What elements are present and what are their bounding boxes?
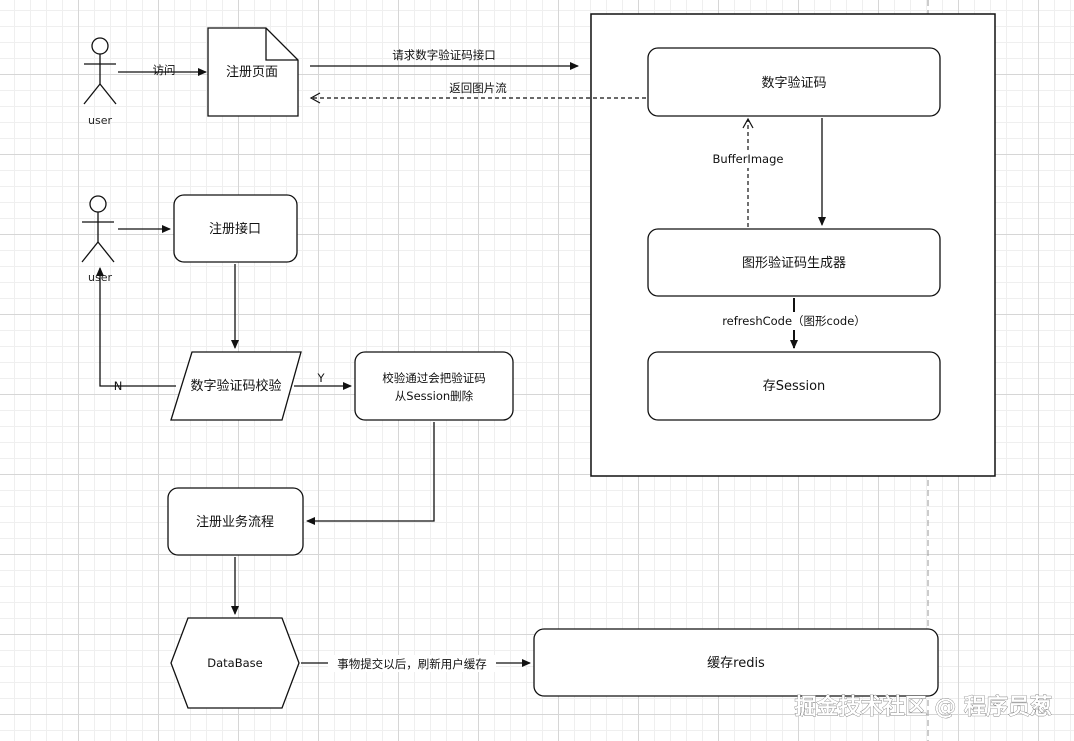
edge-buffer-image-label: BufferImage [713,152,784,166]
edge-refresh-code-label: refreshCode（图形code） [722,314,866,328]
edge-visit-label: 访问 [153,63,176,77]
captcha-generator-label: 图形验证码生成器 [742,255,846,271]
register-page-fold [265,28,298,61]
watermark: 掘金技术社区 @ 程序员葱 [795,694,1052,720]
edge-check-no-label: N [114,379,123,393]
captcha-check-label: 数字验证码校验 [190,378,281,394]
captcha-generator-box[interactable] [647,228,941,297]
edge-remove-to-flow[interactable] [306,422,435,525]
captcha-box[interactable] [647,47,941,117]
edge-db-to-cache-label-bg [328,655,496,672]
cache-redis-label: 缓存redis [707,656,765,671]
register-page-doc[interactable] [207,27,299,117]
captcha-label: 数字验证码 [761,75,826,91]
register-api-box[interactable] [173,194,298,263]
register-flow-box[interactable] [167,487,304,556]
edge-refresh-code-label-bg [716,312,872,330]
edge-return-image-label: 返回图片流 [449,81,507,95]
save-session-label: 存Session [763,379,826,394]
captcha-check-shape[interactable] [170,351,302,421]
register-api-label: 注册接口 [209,221,261,237]
edge-check-no[interactable] [96,267,176,387]
edge-check-yes-label: Y [316,371,325,385]
remove-code-label-1: 校验通过会把验证码 [382,371,486,385]
register-flow-label: 注册业务流程 [196,514,274,530]
user-label-top: user [88,114,112,127]
save-session-box[interactable] [647,351,941,421]
edge-db-to-cache-label: 事物提交以后，刷新用户缓存 [337,657,487,671]
edge-buffer-image-label-bg [706,150,790,168]
edge-request-captcha-label: 请求数字验证码接口 [392,48,496,62]
cache-redis-box[interactable] [533,628,939,697]
database-label: DataBase [207,656,262,670]
user-actor-top[interactable] [83,37,117,105]
remove-code-label-2: 从Session删除 [395,389,474,403]
database-shape[interactable] [170,617,300,709]
user-actor-mid[interactable] [81,195,115,263]
remove-code-box[interactable] [354,351,514,421]
register-page-label: 注册页面 [226,65,278,80]
